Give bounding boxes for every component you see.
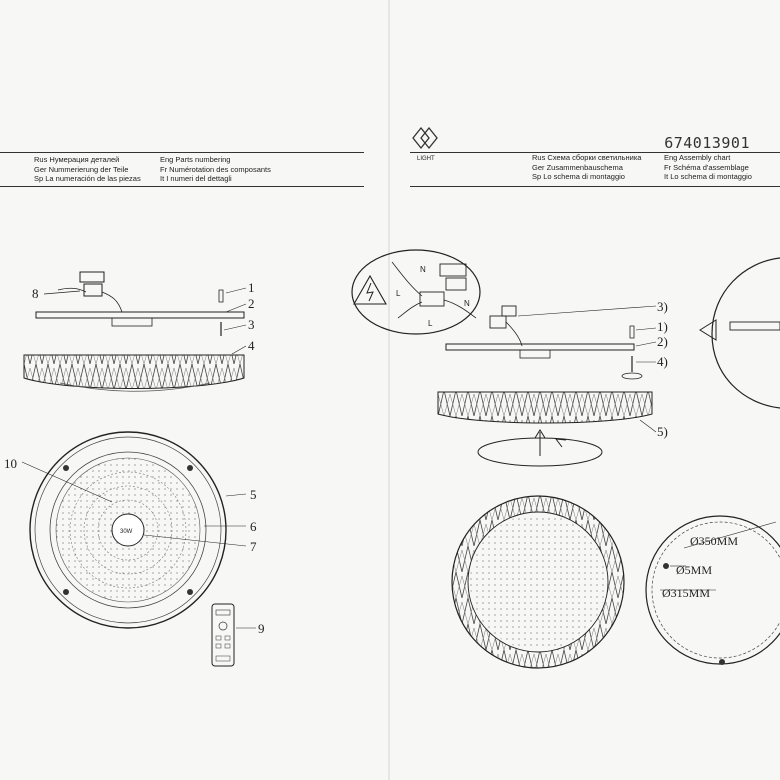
leader-step-1 [635,327,657,331]
right-header-rule-top [410,152,780,153]
left-header-ger: Ger Nummerierung der Teile [34,164,129,174]
left-header-col1: Rus Нумерация деталей Ger Nummerierung d… [34,155,141,184]
part-label-5: 5 [250,487,257,502]
rotate-arrow-icon [477,429,603,467]
driver-label: 30W [120,529,133,535]
leader-step-5 [639,419,657,433]
part-label-8: 8 [32,286,39,301]
right-header-fr: Fr Schéma d'assemblage [664,162,749,172]
wire-label-l1: L [396,289,401,298]
mounting-plate [35,311,245,327]
page-fold [388,0,390,780]
wire-label-n2: N [464,299,470,308]
lamp-top-view [29,431,227,629]
left-header-eng: Eng Parts numbering [160,155,231,164]
wire-label-l2: L [428,319,433,328]
shade-top-view [451,495,625,669]
leader-5 [225,493,247,497]
dimension-view [645,515,780,665]
right-header-eng: Eng Assembly chart [664,153,731,162]
step-label-1: 1) [657,319,668,334]
right-header-rus: Rus Схема сборки светильника [532,153,642,162]
logo-text: LIGHT [417,156,435,162]
lamp-shade-assembly [437,391,653,424]
right-header-ger: Ger Zusammenbauschema [532,162,623,172]
right-header-col2: Eng Assembly chart Fr Schéma d'assemblag… [664,153,752,182]
part-label-1: 1 [248,280,255,295]
left-header-rule-top [0,152,364,153]
leader-7 [143,534,247,547]
right-header-col1: Rus Схема сборки светильника Ger Zusamme… [532,153,641,182]
left-header-sp: Sp La numeración de las piezas [34,174,141,183]
part-label-3: 3 [248,317,255,332]
wiring-detail-bubble [351,249,481,335]
left-header-rus: Rus Нумерация деталей [34,155,120,164]
part-label-6: 6 [250,519,257,534]
leader-4 [231,345,247,355]
leader-2 [225,303,247,313]
leader-step-3 [517,305,657,317]
terminal-block-icon [57,271,123,313]
terminal-block-assembly-icon [489,305,523,347]
left-header-it: It I numeri del dettagli [160,174,232,183]
left-page [0,0,388,780]
leader-3 [223,324,247,331]
screw-icon [218,289,224,336]
right-header-it: It Lo schema di montaggio [664,172,752,181]
step-label-4: 4) [657,354,668,369]
leader-10 [21,461,113,503]
detail-zoom-circle [699,257,780,409]
dimension-outer: Ø350MM [690,534,738,548]
part-label-7: 7 [250,539,257,554]
step-label-3: 3) [657,299,668,314]
dimension-hole: Ø5MM [676,563,712,577]
leader-1 [225,287,247,294]
part-label-2: 2 [248,296,255,311]
step-label-2: 2) [657,334,668,349]
remote-control-icon [211,603,235,667]
part-label-9: 9 [258,621,265,636]
left-header-rule-bottom [0,186,364,187]
leader-8 [43,290,81,295]
step-label-5: 5) [657,424,668,439]
lamp-shade-side [23,354,245,392]
brand-logo-icon [412,126,438,150]
part-label-10: 10 [4,456,17,471]
dimension-mount: Ø315MM [662,586,710,600]
left-header-fr: Fr Numérotation des composants [160,164,271,174]
screw-assembly-icon [621,325,643,380]
leader-step-2 [635,341,657,347]
part-label-4: 4 [248,338,255,353]
right-header-sp: Sp Lo schema di montaggio [532,172,625,181]
mounting-plate-assembly [445,343,635,359]
wire-label-n1: N [420,265,426,274]
right-header-rule-bottom [410,186,780,187]
left-header-col2: Eng Parts numbering Fr Numérotation des … [160,155,271,184]
model-code: 674013901 [664,134,750,152]
